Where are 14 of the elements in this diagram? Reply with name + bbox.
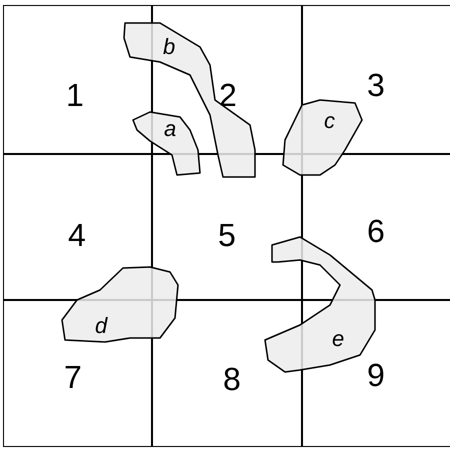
region-letter: b	[163, 36, 176, 58]
cell-number: 2	[219, 79, 237, 111]
region-letter: d	[95, 315, 108, 337]
cell-number: 9	[367, 359, 385, 391]
cell-number: 6	[367, 215, 385, 247]
cell-number: 3	[367, 69, 385, 101]
cell-number: 1	[66, 79, 84, 111]
cell-number: 7	[64, 361, 82, 393]
cell-number: 5	[218, 219, 236, 251]
cell-number: 4	[68, 219, 86, 251]
region-letter: e	[332, 328, 344, 350]
region-letter: a	[164, 118, 176, 140]
region-letter: c	[324, 110, 335, 132]
cell-number: 8	[223, 363, 241, 395]
